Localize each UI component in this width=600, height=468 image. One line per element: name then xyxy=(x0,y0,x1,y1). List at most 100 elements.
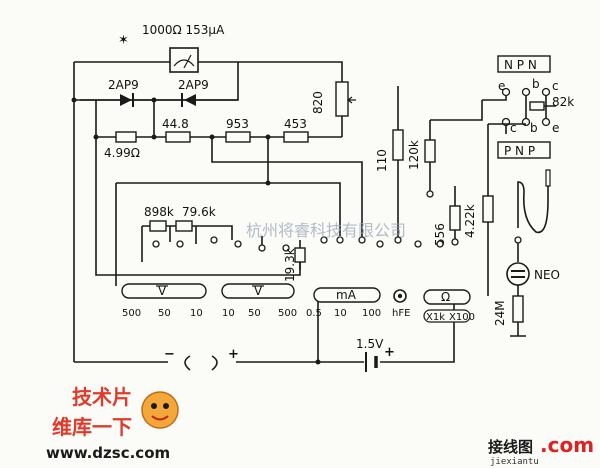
logo-top-text: 技术片 xyxy=(72,385,132,409)
pnp-label: P N P xyxy=(504,144,535,158)
neon-lamp xyxy=(506,262,530,286)
ma-range-0-5: 0.5 xyxy=(306,308,322,319)
jack-plus xyxy=(211,355,218,371)
jiexiantu-url-text: jiexiantu xyxy=(490,457,539,467)
neon-label: NEO xyxy=(534,268,560,282)
r79-6k-label: 79.6k xyxy=(182,205,216,219)
dcv-range-500: 500 xyxy=(278,308,297,319)
ma-range-100: 100 xyxy=(362,308,381,319)
resistor-4-99 xyxy=(115,131,137,143)
pnp-e-label: e xyxy=(552,121,559,135)
dzsc-logo xyxy=(141,391,179,429)
resistor-820 xyxy=(335,81,349,117)
watermark-text: 杭州将睿科技有限公司 xyxy=(246,221,406,240)
r4-22k-label: 4.22k xyxy=(463,204,477,238)
r82k-label: 82k xyxy=(552,95,574,109)
resistor-453 xyxy=(283,131,309,143)
npn-terminal-b xyxy=(521,87,531,97)
acv-range-500: 500 xyxy=(122,308,141,319)
r898k-label: 898k xyxy=(144,205,174,219)
resistor-953 xyxy=(225,131,251,143)
wire-probe xyxy=(517,181,549,234)
ohm-range-x100: X100 xyxy=(449,312,475,323)
wire-tap-96 xyxy=(95,240,301,276)
ma-label: mA xyxy=(336,288,357,302)
r953-label: 953 xyxy=(226,117,249,131)
resistor-19-3k xyxy=(294,247,306,263)
terminal xyxy=(514,236,522,244)
resistor-120k xyxy=(424,139,436,163)
pnp-box xyxy=(497,141,551,159)
resistor-79-6k xyxy=(175,220,193,232)
dcv-label: V xyxy=(254,284,263,298)
r453-label: 453 xyxy=(284,117,307,131)
diode-1 xyxy=(120,93,134,107)
junction xyxy=(71,97,77,103)
r19-3k-label: 19.3k xyxy=(283,248,297,282)
jack-plus-label: + xyxy=(228,347,239,362)
ma-range-10: 10 xyxy=(334,308,347,319)
dcv-switch-bar xyxy=(221,283,295,299)
wire-24m xyxy=(510,285,526,337)
pnp-c-label: c xyxy=(510,121,517,135)
battery-1-5v xyxy=(365,352,378,372)
acv-range-50: 50 xyxy=(158,308,171,319)
resistor-110 xyxy=(392,129,404,161)
ohm-label: Ω xyxy=(441,290,450,304)
resistor-556 xyxy=(449,205,461,231)
diode-2-label: 2AP9 xyxy=(178,78,209,92)
wire-chain-left xyxy=(95,100,155,240)
pnp-terminal-e xyxy=(541,117,551,127)
terminal xyxy=(426,190,434,198)
resistor-44-8 xyxy=(165,131,191,143)
switch-contacts xyxy=(152,236,459,252)
wire-top-to-820 xyxy=(238,61,343,82)
resistor-82k xyxy=(529,101,545,111)
pnp-b-label: b xyxy=(530,121,538,135)
wire-socket-down xyxy=(488,123,526,134)
battery-plus: + xyxy=(384,345,395,360)
wire-socket xyxy=(482,96,556,118)
ohm-switch-bar xyxy=(423,289,471,305)
logo-mid-text: 维库一下 xyxy=(52,415,132,439)
wire-tap-212 xyxy=(211,137,363,238)
pot-wiper xyxy=(347,96,356,104)
hfe-label: hFE xyxy=(392,308,410,319)
npn-box xyxy=(497,55,551,73)
r556-label: 556 xyxy=(433,223,447,246)
resistor-24m xyxy=(512,295,524,323)
r110-label: 110 xyxy=(375,149,389,172)
diode-1-label: 2AP9 xyxy=(108,78,139,92)
wire-multiplier xyxy=(141,225,233,262)
galvanometer xyxy=(169,47,199,73)
r24m-label: 24M xyxy=(493,300,507,326)
wire-return-up xyxy=(317,302,455,362)
ma-switch-bar xyxy=(313,287,381,303)
dcv-range-10: 10 xyxy=(222,308,235,319)
jack-minus xyxy=(184,355,191,371)
probe-tip xyxy=(545,169,551,187)
ohm-range-x1k: X1k xyxy=(426,312,445,323)
npn-label: N P N xyxy=(504,58,537,72)
acv-switch-bar xyxy=(121,283,207,299)
ohm-range-bar xyxy=(423,309,471,323)
logo-url-text: www.dzsc.com xyxy=(46,444,170,462)
acv-label: V xyxy=(158,284,167,298)
npn-c-label: c xyxy=(552,79,559,93)
npn-e-label: e xyxy=(498,79,505,93)
npn-terminal-e xyxy=(501,87,511,97)
meter-rating-label: 1000Ω 153μA xyxy=(142,23,225,37)
npn-terminal-c xyxy=(541,87,551,97)
r44-8-label: 44.8 xyxy=(162,117,189,131)
r120k-label: 120k xyxy=(407,140,421,170)
resistor-898k xyxy=(149,220,167,232)
wire-bottom-return xyxy=(74,322,455,363)
npn-b-label: b xyxy=(532,77,540,91)
wire-120k xyxy=(429,100,483,192)
dcv-range-50: 50 xyxy=(248,308,261,319)
battery-label: 1.5V xyxy=(356,337,384,351)
wire-tap-bus xyxy=(116,182,341,238)
junction xyxy=(265,180,271,186)
